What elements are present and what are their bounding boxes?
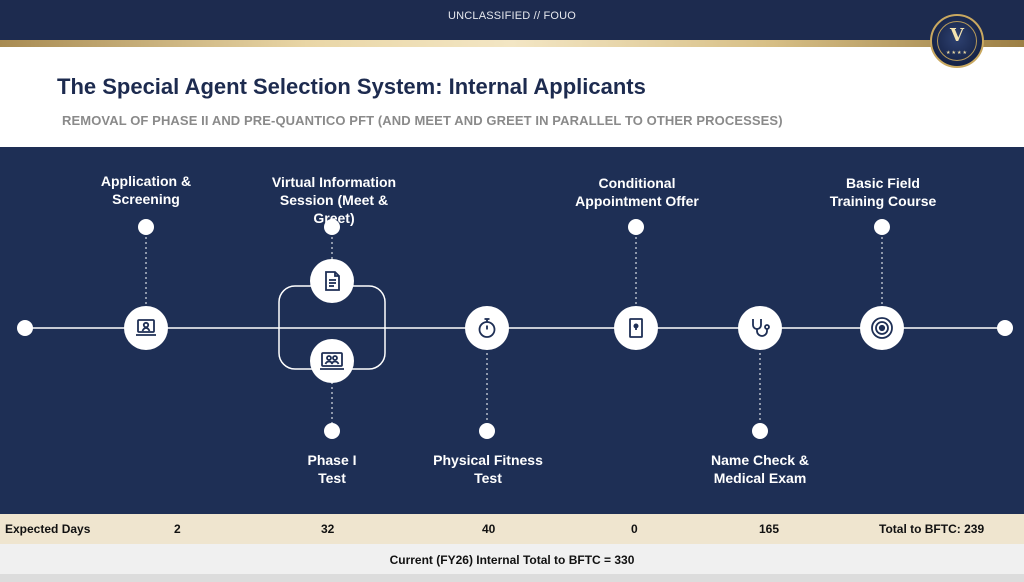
door-icon [614, 306, 658, 350]
laptop-user-icon [124, 306, 168, 350]
current-total-row: Current (FY26) Internal Total to BFTC = … [0, 544, 1024, 574]
expected-days-row: Expected Days 2 32 40 0 165 Total to BFT… [0, 514, 1024, 544]
stethoscope-icon [738, 306, 782, 350]
days-value-medical: 165 [759, 522, 780, 536]
classification-label: UNCLASSIFIED // FOUO [447, 10, 577, 22]
process-diagram-panel: Application & Screening Virtual Informat… [0, 147, 1024, 514]
seal-ring [937, 21, 977, 61]
stage-label-bftc: Basic Field Training Course [829, 175, 937, 209]
stage-label-phase1: Phase I Test [307, 452, 357, 486]
dot-pft [479, 423, 495, 439]
agency-seal-icon: V ★★★★ [930, 14, 984, 68]
seal-emblem: V [950, 25, 964, 46]
page-subtitle: REMOVAL OF PHASE II AND PRE-QUANTICO PFT… [62, 113, 783, 128]
days-total: Total to BFTC: 239 [879, 522, 985, 536]
bottom-edge [0, 574, 1024, 582]
page-title: The Special Agent Selection System: Inte… [57, 74, 646, 99]
dot-offer [628, 219, 644, 235]
days-value-pft: 40 [482, 522, 496, 536]
days-value-application: 2 [174, 522, 181, 536]
dot-bftc [874, 219, 890, 235]
timeline-end-dot [997, 320, 1013, 336]
stage-label-application: Application & Screening [100, 173, 192, 207]
gold-accent-bar [0, 40, 1024, 47]
document-icon [310, 259, 354, 303]
seal-stars: ★★★★ [946, 50, 968, 56]
process-connectors [17, 219, 1013, 439]
dot-phase1 [324, 423, 340, 439]
dot-application [138, 219, 154, 235]
stage-label-pft: Physical Fitness Test [433, 452, 543, 486]
dot-virtual [324, 219, 340, 235]
days-value-offer: 0 [631, 522, 638, 536]
stage-label-offer: Conditional Appointment Offer [575, 175, 699, 209]
dot-medical [752, 423, 768, 439]
target-icon [860, 306, 904, 350]
expected-days-header: Expected Days [5, 522, 91, 536]
group-test-icon [310, 339, 354, 383]
stage-label-medical: Name Check & Medical Exam [710, 452, 810, 486]
classification-banner: UNCLASSIFIED // FOUO [0, 0, 1024, 40]
stopwatch-icon [465, 306, 509, 350]
stage-label-virtual-session: Virtual Information Session (Meet & Gree… [271, 174, 397, 226]
timeline-start-dot [17, 320, 33, 336]
current-total-label: Current (FY26) Internal Total to BFTC = … [389, 553, 635, 567]
days-value-phase1: 32 [321, 522, 335, 536]
